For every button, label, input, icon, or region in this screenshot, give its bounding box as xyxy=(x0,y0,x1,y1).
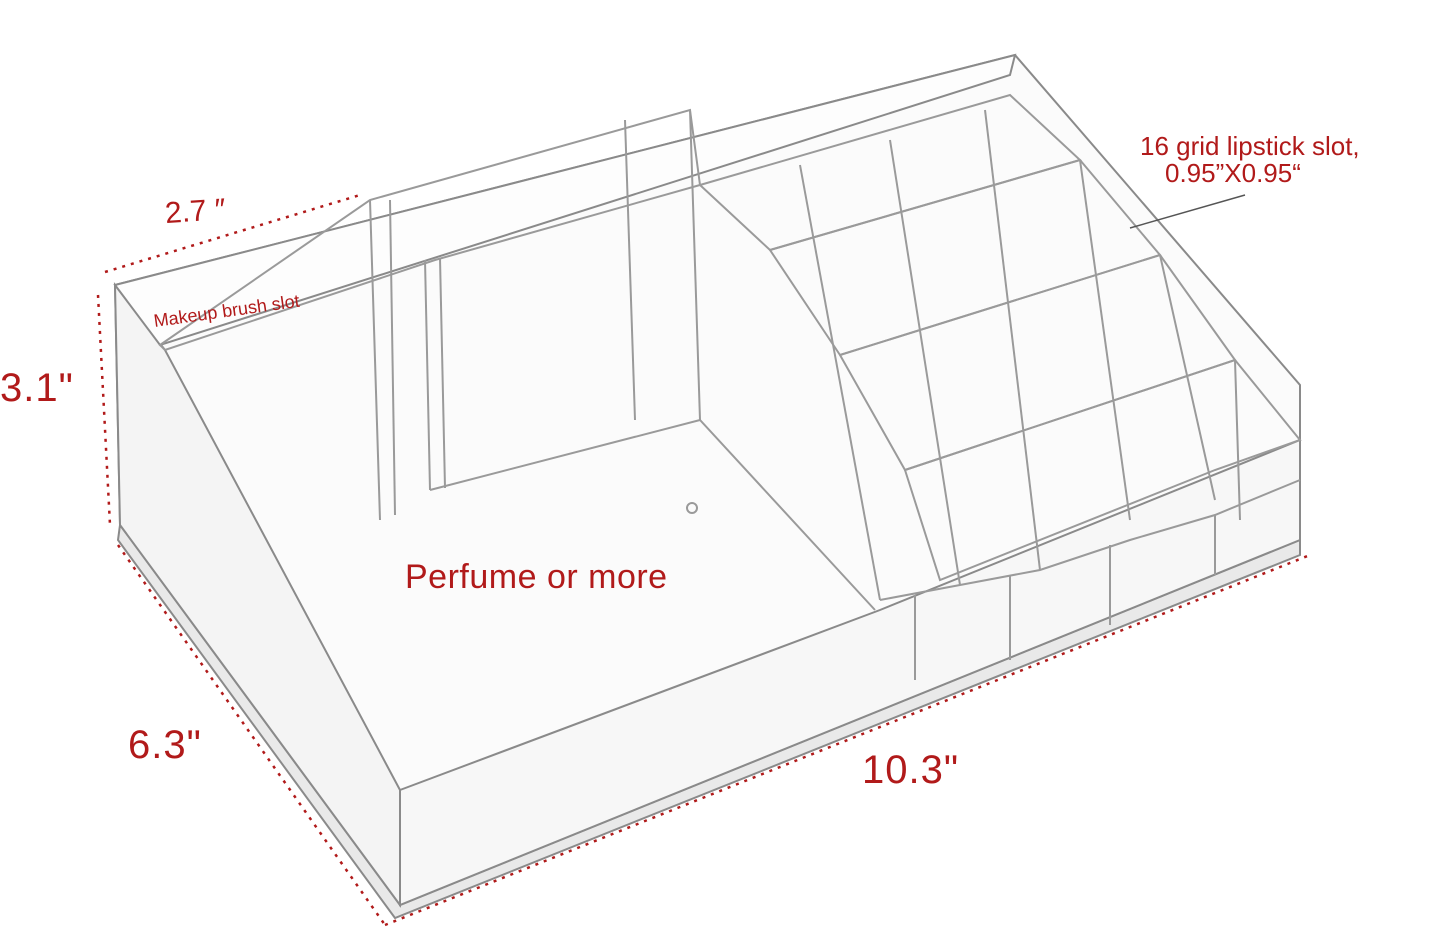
drain-hole xyxy=(686,502,698,514)
lipstick-slot-label-line2: 0.95”X0.95“ xyxy=(1165,158,1301,189)
depth-dimension-line xyxy=(116,544,387,926)
lipstick-slot-label-line1: 16 grid lipstick slot, xyxy=(1140,131,1360,161)
height-dimension-line xyxy=(96,294,112,526)
depth-dimension-label: 6.3" xyxy=(128,723,202,767)
lipstick-pointer-line xyxy=(1129,194,1246,229)
length-dimension-label: 10.3" xyxy=(862,748,960,792)
lipstick-slot-label: 16 grid lipstick slot, 0.95”X0.95“ xyxy=(1140,131,1360,189)
height-dimension-label: 3.1" xyxy=(0,366,74,410)
length-dimension-line xyxy=(384,553,1311,927)
organizer-body xyxy=(113,53,1301,920)
width-dimension-label: 2.7 ″ xyxy=(163,192,227,231)
dimension-lines xyxy=(96,193,1311,927)
lipstick-grid xyxy=(699,93,1302,680)
perfume-area-label: Perfume or more xyxy=(405,558,668,596)
